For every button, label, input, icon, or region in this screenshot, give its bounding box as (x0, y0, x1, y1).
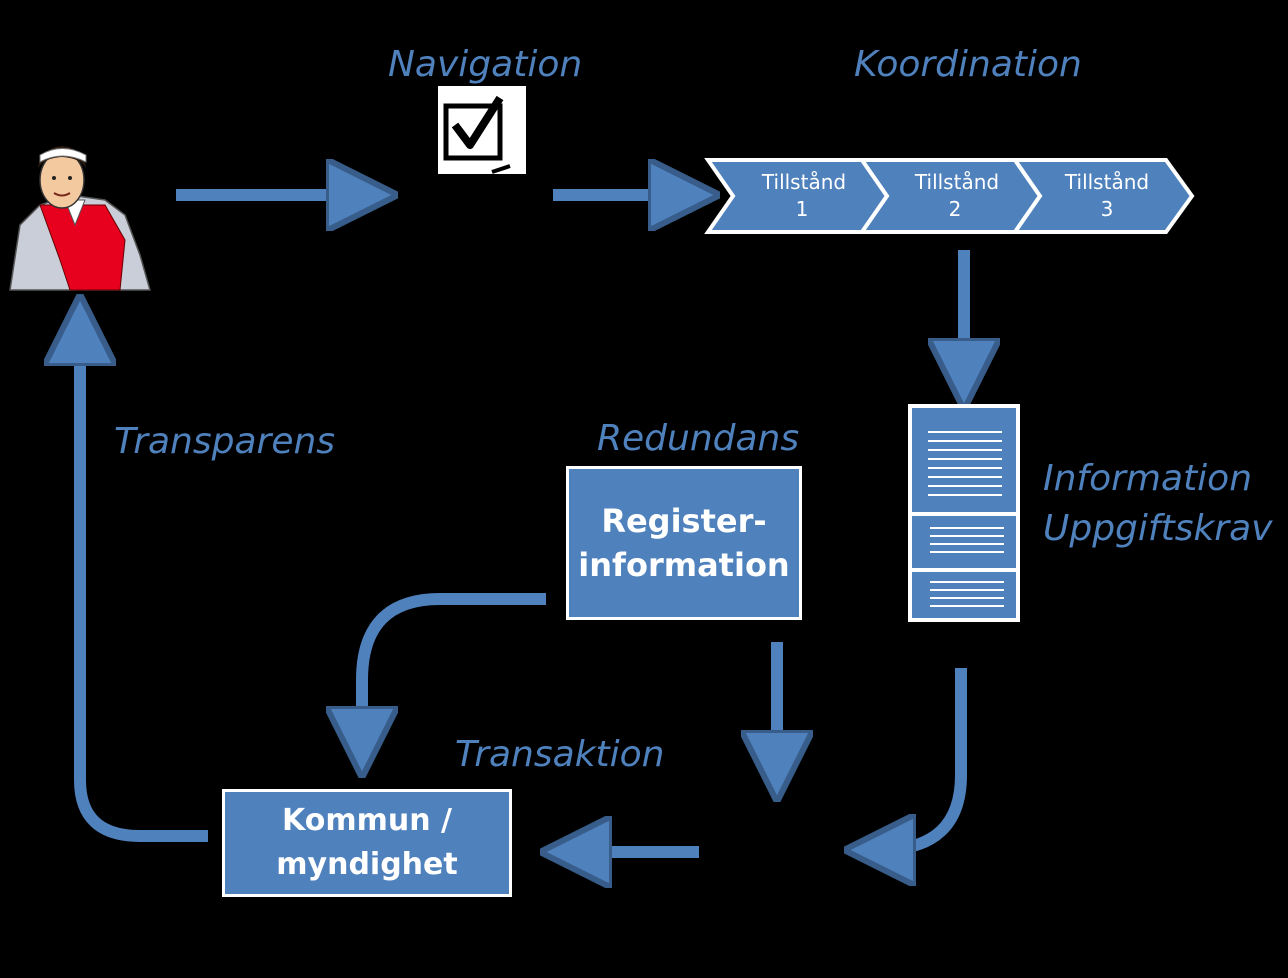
chevron-1-line1: Tillstånd (761, 170, 846, 194)
chevron-tillstand-1: Tillstånd 1 (704, 158, 890, 234)
document-stack-icon (908, 404, 1020, 622)
register-line2: information (578, 546, 790, 584)
label-information: Information (1043, 458, 1253, 499)
chevron-tillstand-3: Tillstånd 3 (1011, 158, 1195, 234)
kommun-line2: myndighet (276, 847, 458, 882)
chevron-2-line1: Tillstånd (914, 170, 999, 194)
label-transaktion: Transaktion (455, 734, 665, 775)
chevron-tillstand-2: Tillstånd 2 (858, 158, 1043, 234)
kommun-line1: Kommun / (282, 803, 452, 838)
checkbox-checked-icon (438, 86, 526, 174)
label-uppgiftskrav: Uppgiftskrav (1043, 508, 1273, 549)
label-navigation: Navigation (388, 44, 583, 85)
arrow-register-to-kommun (362, 593, 546, 742)
chevron-3-line2: 3 (1101, 197, 1114, 221)
chevron-1-line2: 1 (796, 197, 809, 221)
register-line1: Register- (601, 502, 767, 540)
label-redundans: Redundans (597, 418, 800, 459)
label-koordination: Koordination (854, 44, 1082, 85)
chef-person-icon (9, 146, 151, 291)
chevron-3-line1: Tillstånd (1064, 170, 1149, 194)
arrow-kommun-to-person (80, 330, 208, 842)
kommun-myndighet-box: Kommun / myndighet (222, 789, 512, 897)
arrow-information-to-transaction (880, 668, 967, 850)
chevron-2-line2: 2 (949, 197, 962, 221)
register-information-box: Register- information (566, 466, 802, 620)
label-transparens: Transparens (114, 421, 336, 462)
